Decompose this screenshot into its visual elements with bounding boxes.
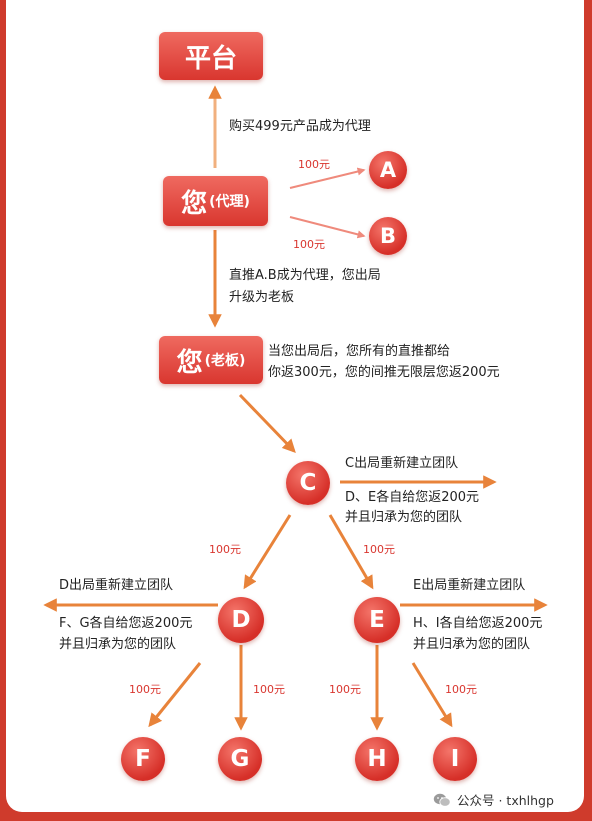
watermark: 公众号 · txhlhgp xyxy=(433,790,554,809)
buy-agent-text: 购买499元产品成为代理 xyxy=(229,119,371,134)
upgrade-text-line1: 直推A.B成为代理，您出局 xyxy=(229,268,381,283)
you-agent-sub: (代理) xyxy=(209,194,250,210)
amount-f: 100元 xyxy=(129,683,161,696)
node-i: I xyxy=(433,737,477,781)
c-text-line2: D、E各自给您返200元 xyxy=(345,490,480,505)
amount-h: 100元 xyxy=(329,683,361,696)
c-text-line3: 并且归承为您的团队 xyxy=(345,510,463,525)
arrow-you-to-a xyxy=(289,167,366,189)
d-text-line2: F、G各自给您返200元 xyxy=(59,616,193,631)
platform-label: 平台 xyxy=(184,43,237,74)
watermark-text: 公众号 · txhlhgp xyxy=(457,793,554,808)
e-text-line3: 并且归承为您的团队 xyxy=(413,637,531,652)
upgrade-text-line2: 升级为老板 xyxy=(229,290,295,305)
arrow-d-to-f xyxy=(148,662,202,728)
node-f: F xyxy=(121,737,165,781)
platform-box: 平台 xyxy=(159,32,263,80)
arrow-you-to-b xyxy=(289,216,366,239)
d-text-line1: D出局重新建立团队 xyxy=(59,578,174,593)
node-b: B xyxy=(369,217,407,255)
node-c: C xyxy=(286,461,330,505)
wechat-icon xyxy=(433,793,451,807)
node-e: E xyxy=(354,597,400,643)
you-boss-label: 您 xyxy=(176,347,203,378)
amount-g: 100元 xyxy=(253,683,285,696)
arrow-boss-to-c xyxy=(238,393,296,453)
you-agent-box: 您 (代理) xyxy=(163,176,268,226)
amount-a: 100元 xyxy=(298,158,330,171)
boss-text-line2: 你返300元，您的间推无限层您返200元 xyxy=(268,365,500,380)
arrow-e-to-i xyxy=(411,662,453,728)
amount-i: 100元 xyxy=(445,683,477,696)
boss-text-line1: 当您出局后，您所有的直推都给 xyxy=(268,344,451,359)
amount-b: 100元 xyxy=(293,238,325,251)
node-d: D xyxy=(218,597,264,643)
arrow-c-to-d xyxy=(243,514,292,590)
node-h: H xyxy=(355,737,399,781)
you-agent-label: 您 xyxy=(181,188,208,219)
node-a: A xyxy=(369,151,407,189)
diagram-card xyxy=(6,0,584,812)
amount-d: 100元 xyxy=(209,543,241,556)
d-text-line3: 并且归承为您的团队 xyxy=(59,637,177,652)
you-boss-box: 您 (老板) xyxy=(159,336,263,384)
you-boss-sub: (老板) xyxy=(204,353,246,369)
amount-e: 100元 xyxy=(363,543,395,556)
node-g: G xyxy=(218,737,262,781)
arrow-c-to-e xyxy=(328,514,374,590)
e-text-line2: H、I各自给您返200元 xyxy=(413,616,543,631)
c-text-line1: C出局重新建立团队 xyxy=(345,456,459,471)
e-text-line1: E出局重新建立团队 xyxy=(413,578,526,593)
